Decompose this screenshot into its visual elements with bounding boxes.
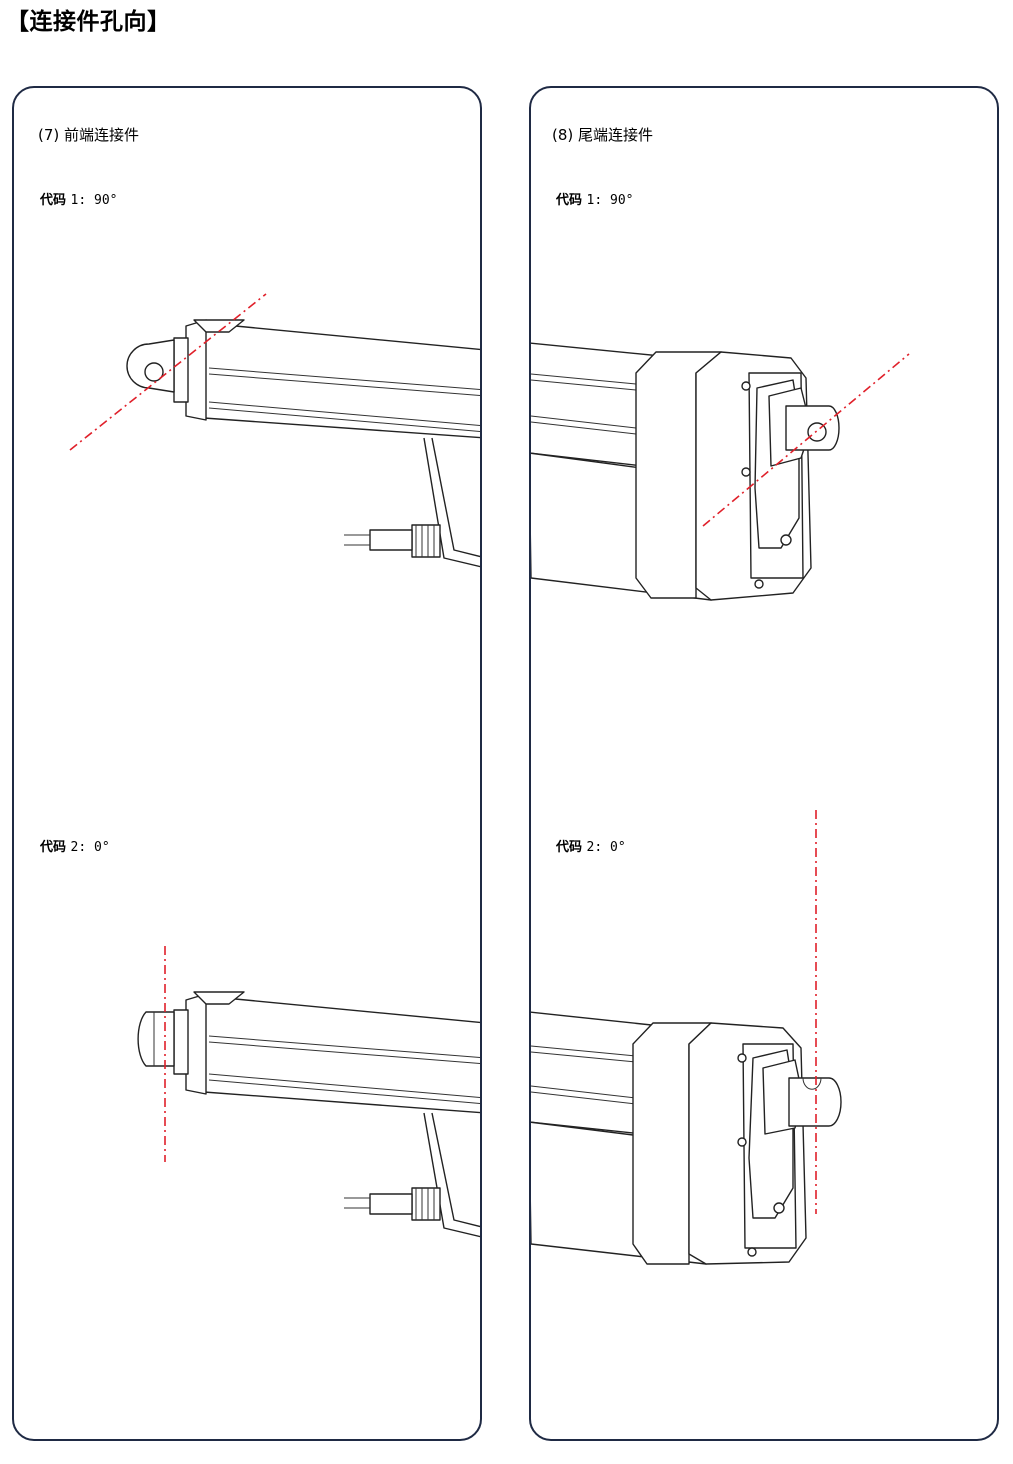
code-word: 代码: [556, 193, 583, 208]
actuator-front-end-drawing: [69, 293, 480, 568]
front-connector-panel: (7) 前端连接件 代码 1: 90° 代码 2: 0°: [12, 86, 482, 1441]
actuator-rear-end-drawing: [531, 810, 842, 1265]
code-value: 1: 90°: [70, 193, 118, 208]
code-word: 代码: [556, 840, 583, 855]
actuator-front-end-drawing: [137, 946, 480, 1238]
section-title-front: (7) 前端连接件: [38, 126, 140, 144]
code-word: 代码: [40, 193, 67, 208]
front-drawings: [69, 293, 480, 1238]
rear-connector-panel: (8) 尾端连接件 代码 1: 90° 代码 2: 0°: [529, 86, 999, 1441]
rear-code-2-label: 代码 2: 0°: [556, 839, 626, 857]
front-code-2-label: 代码 2: 0°: [40, 839, 110, 857]
code-word: 代码: [40, 840, 67, 855]
rear-code-1-label: 代码 1: 90°: [556, 192, 634, 210]
front-code-1-label: 代码 1: 90°: [40, 192, 118, 210]
page-title: 【连接件孔向】: [6, 9, 171, 35]
section-title-rear: (8) 尾端连接件: [552, 126, 654, 144]
rear-drawings: [531, 342, 910, 1265]
hole-axis-line: [69, 293, 267, 451]
code-value: 1: 90°: [586, 193, 634, 208]
code-value: 2: 0°: [586, 840, 626, 855]
actuator-rear-end-drawing: [531, 342, 910, 601]
code-value: 2: 0°: [70, 840, 110, 855]
hole-axis-line: [702, 353, 910, 527]
